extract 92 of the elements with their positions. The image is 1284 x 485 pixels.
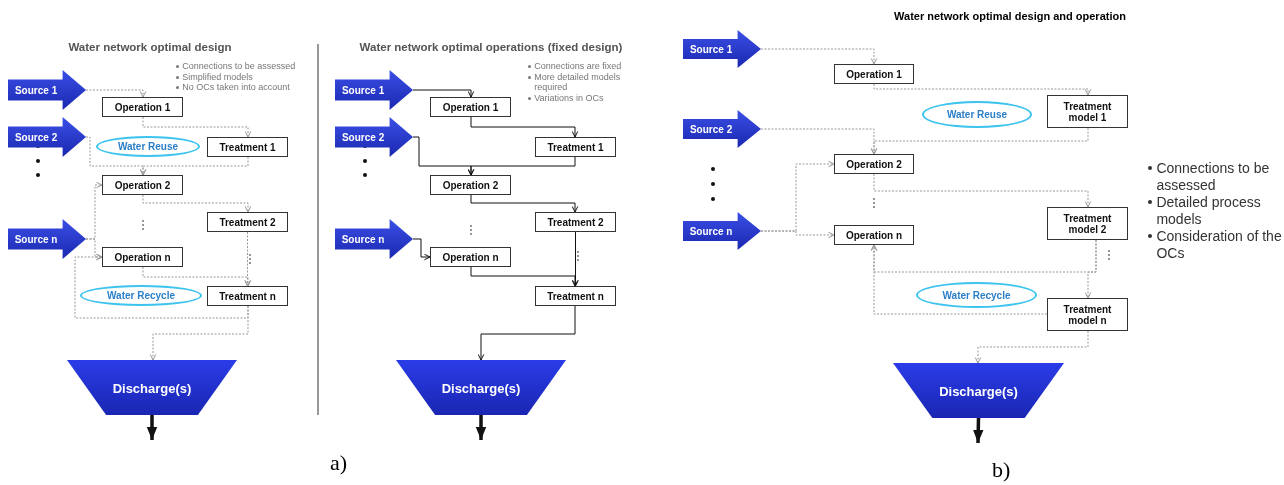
discharge-label: Discharge(s) <box>939 383 1018 399</box>
source-shape <box>8 117 86 157</box>
source-shape <box>8 70 86 110</box>
bullet-text: Consideration of the OCs <box>1156 228 1282 262</box>
connector-arrow <box>412 89 475 98</box>
box-label: Treatment n <box>547 290 604 302</box>
process-box <box>102 247 183 267</box>
ellipse-text: Water Recycle <box>107 289 175 303</box>
bullet-text: Variations in OCs <box>534 92 604 103</box>
box-label: Operation 1 <box>442 101 499 113</box>
connector-arrow <box>244 231 251 287</box>
box-label: Treatment 1 <box>547 141 604 153</box>
box-label: Operation n <box>114 251 171 263</box>
panel-title: Water network optimal design and operation <box>893 9 1127 24</box>
panel-caption: b) <box>992 457 1012 483</box>
process-box <box>834 64 914 84</box>
ellipse-text: Water Reuse <box>117 140 179 154</box>
process-box <box>535 212 616 232</box>
panel-caption: a) <box>330 450 349 476</box>
process-box <box>535 137 616 157</box>
source-label: Source 2 <box>14 130 58 145</box>
discharge-label: Discharge(s) <box>112 380 192 396</box>
bullet-text: Connections to be assessed <box>1156 160 1271 194</box>
bullet-text: No OCs taken into account <box>182 82 290 93</box>
bullet-text: More detailed models required <box>534 71 622 93</box>
process-box <box>834 225 914 245</box>
process-box <box>430 247 511 267</box>
source-shape <box>8 219 86 259</box>
source-shape <box>335 219 413 259</box>
source-shape <box>683 30 761 68</box>
process-box <box>430 97 511 117</box>
process-box <box>1047 298 1128 331</box>
connector-arrow <box>146 415 158 440</box>
source-label: Source n <box>14 232 58 247</box>
connector-arrow <box>973 417 984 444</box>
connector-arrow <box>873 83 1092 96</box>
connector-arrow <box>470 194 579 213</box>
discharge-trapezoid <box>396 360 566 415</box>
box-label: Treatment 2 <box>547 216 604 228</box>
source-label: Source 1 <box>14 83 58 98</box>
source-shape <box>683 110 761 148</box>
source-label: Source 1 <box>341 83 385 98</box>
process-box <box>207 137 288 157</box>
process-box <box>207 286 288 306</box>
connector-arrow <box>85 89 147 98</box>
discharge-trapezoid <box>893 363 1064 418</box>
box-label: Treatment 1 <box>219 141 276 153</box>
box-label: Operation 2 <box>846 158 902 170</box>
box-label: Operation 1 <box>846 68 902 80</box>
box-label: Treatment model n <box>1062 303 1113 326</box>
connector-arrow <box>873 173 1092 208</box>
process-box <box>207 212 288 232</box>
connector-arrow <box>142 194 252 213</box>
bullet-text: Connections are fixed <box>534 61 622 72</box>
bullet-text: Simplified models <box>182 71 253 82</box>
connector-arrow <box>470 116 579 138</box>
source-label: Source 1 <box>689 42 733 57</box>
connector-arrow <box>572 231 579 287</box>
bullet-text: Connections to be assessed <box>182 61 296 72</box>
bullet-text: Detailed process models <box>1156 194 1262 228</box>
panel-title: Water network optimal operations (fixed design) <box>358 40 624 55</box>
process-box <box>102 175 183 195</box>
box-label: Treatment model 2 <box>1062 212 1113 235</box>
discharge-trapezoid <box>67 360 237 415</box>
box-label: Operation n <box>845 229 903 241</box>
discharge-label: Discharge(s) <box>441 380 521 396</box>
process-box <box>1047 95 1128 128</box>
box-label: Operation n <box>442 251 499 263</box>
ellipse-text: Water Recycle <box>942 288 1011 303</box>
connector-arrow <box>760 230 835 239</box>
process-box <box>1047 207 1128 240</box>
source-shape <box>335 117 413 157</box>
source-label: Source n <box>689 224 733 239</box>
box-label: Operation 2 <box>114 179 171 191</box>
process-box <box>102 97 183 117</box>
box-label: Operation 2 <box>442 179 499 191</box>
connector-arrow <box>475 415 487 440</box>
box-label: Operation 1 <box>114 101 171 113</box>
panel-title: Water network optimal design <box>67 40 233 55</box>
source-label: Source n <box>341 232 385 247</box>
ellipse-text: Water Reuse <box>946 108 1008 122</box>
connector-arrow <box>412 238 431 261</box>
box-label: Treatment n <box>219 290 276 302</box>
box-label: Treatment model 1 <box>1062 100 1113 123</box>
source-shape <box>335 70 413 110</box>
process-box <box>430 175 511 195</box>
process-box <box>535 286 616 306</box>
box-label: Treatment 2 <box>219 216 276 228</box>
source-label: Source 2 <box>341 130 385 145</box>
process-box <box>834 154 914 174</box>
source-label: Source 2 <box>689 122 733 137</box>
source-shape <box>683 212 761 250</box>
